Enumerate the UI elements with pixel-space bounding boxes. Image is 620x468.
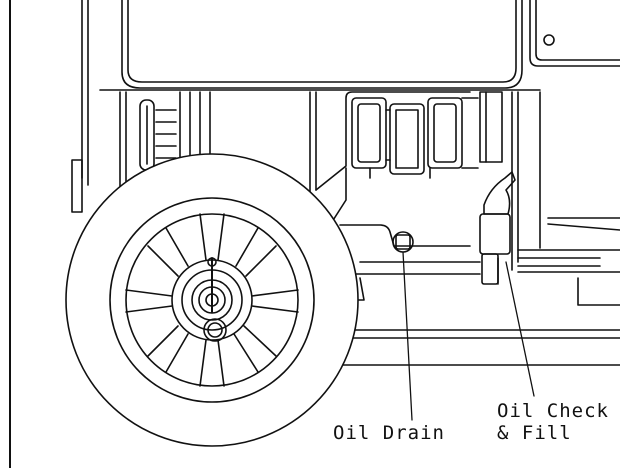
- base-rail: [329, 261, 620, 366]
- wheel-spokes: [125, 213, 299, 387]
- oil-drain-label: Oil Drain: [333, 422, 445, 444]
- oil-check-label-line1: Oil Check: [497, 400, 609, 422]
- fuel-tank: [99, 0, 541, 91]
- panel-screw: [543, 34, 555, 46]
- right-frame: [511, 91, 620, 306]
- frame-posts: [71, 0, 89, 213]
- wheel: [65, 153, 359, 447]
- ring-clip: [203, 318, 227, 342]
- oil-check-label-line2: & Fill: [497, 422, 572, 444]
- engine-fins: [119, 91, 211, 201]
- oil-check-fill-label: Oil Check & Fill: [497, 400, 609, 444]
- oil-check-leader: [505, 261, 535, 397]
- control-panel: [529, 0, 620, 67]
- oil-fill-cap: [479, 91, 516, 285]
- oil-drain-leader: [402, 251, 413, 421]
- oil-drain-plug: [392, 231, 414, 253]
